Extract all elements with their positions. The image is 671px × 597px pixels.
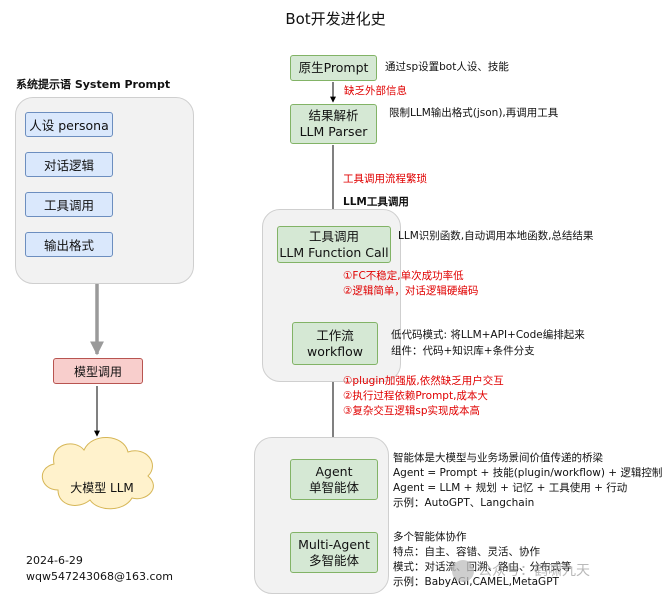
stage-multi-agent: Multi-Agent 多智能体 (290, 532, 378, 573)
issue-workflow-1: ①plugin加强版,依然缺乏用户交互 (343, 375, 504, 387)
issue-workflow-3: ③复杂交互逻辑sp实现成本高 (343, 405, 481, 417)
issue-tool-flow: 工具调用流程繁琐 (343, 173, 427, 185)
stage-native-prompt-desc: 通过sp设置bot人设、技能 (385, 61, 509, 73)
output-format-box: 输出格式 (25, 232, 113, 257)
stage-multi-agent-desc-2: 特点：自主、容错、灵活、协作 (393, 546, 540, 558)
page-title: Bot开发进化史 (285, 10, 386, 28)
stage-llm-parser-desc: 限制LLM输出格式(json),再调用工具 (389, 107, 559, 119)
dialog-logic-label: 对话逻辑 (43, 158, 94, 173)
output-format-label: 输出格式 (43, 238, 94, 253)
stage-agent-desc-2: Agent = Prompt + 技能(plugin/workflow) + 逻… (393, 467, 663, 479)
stage-llm-parser: 结果解析 LLM Parser (290, 104, 377, 144)
stage-agent-desc-1: 智能体是大模型与业务场景间价值传递的桥梁 (393, 452, 603, 464)
stage-agent-desc-4: 示例：AutoGPT、Langchain (393, 497, 535, 509)
issue-fc-2: ②逻辑简单，对话逻辑硬编码 (343, 285, 479, 297)
email-text: wqw547243068@163.com (26, 570, 173, 583)
stage-workflow-title: 工作流 (316, 327, 354, 343)
model-call-box: 模型调用 (53, 358, 143, 384)
stage-workflow-desc-1: 低代码模式: 将LLM+API+Code编排起来 (391, 329, 585, 341)
stage-llm-parser-subtitle: LLM Parser (299, 124, 368, 139)
stage-function-call: 工具调用 LLM Function Call (277, 226, 391, 263)
stage-multi-agent-title: Multi-Agent (298, 536, 370, 552)
stage-workflow-desc-2: 组件：代码+知识库+条件分支 (391, 345, 535, 357)
tool-call-box: 工具调用 (25, 192, 113, 217)
wechat-icon (452, 560, 474, 582)
stage-multi-agent-desc-3: 模式：对话流、回溯、路由、分布式等 (393, 561, 572, 573)
llm-cloud-shape (42, 437, 154, 510)
tool-call-label: 工具调用 (43, 198, 94, 213)
stage-agent-subtitle: 单智能体 (308, 479, 359, 495)
date-text: 2024-6-29 (26, 554, 83, 567)
stage-native-prompt-title: 原生Prompt (298, 60, 369, 76)
issue-workflow-2: ②执行过程依赖Prompt,成本大 (343, 390, 488, 402)
dialog-logic-box: 对话逻辑 (25, 152, 113, 177)
stage-agent: Agent 单智能体 (290, 459, 378, 500)
stage-function-call-subtitle: LLM Function Call (279, 244, 389, 260)
stage-agent-desc-3: Agent = LLM + 规划 + 记忆 + 工具使用 + 行动 (393, 482, 628, 494)
issue-fc-1: ①FC不稳定,单次成功率低 (343, 270, 464, 282)
issue-lack-info: 缺乏外部信息 (344, 85, 407, 97)
stage-multi-agent-desc-1: 多个智能体协作 (393, 531, 467, 543)
watermark-text: 公众号：鹤啸九天 (478, 563, 590, 579)
persona-label: 人设 persona (29, 118, 109, 133)
stage-function-call-desc: LLM识别函数,自动调用本地函数,总结结果 (398, 230, 594, 242)
stage-multi-agent-desc-4: 示例：BabyAGI,CAMEL,MetaGPT (393, 576, 559, 588)
model-call-label: 模型调用 (73, 364, 122, 379)
stage-function-call-title: 工具调用 (308, 228, 359, 244)
stage-workflow: 工作流 workflow (292, 322, 378, 365)
system-prompt-heading: 系统提示语 System Prompt (16, 78, 171, 91)
persona-box: 人设 persona (25, 112, 113, 137)
stage-native-prompt: 原生Prompt (290, 55, 377, 81)
llm-cloud-label: 大模型 LLM (70, 481, 134, 495)
stage-llm-parser-title: 结果解析 (308, 108, 359, 124)
stage-workflow-subtitle: workflow (307, 343, 363, 359)
stage-agent-title: Agent (315, 463, 353, 479)
llm-tool-label: LLM工具调用 (343, 196, 409, 208)
stage-multi-agent-subtitle: 多智能体 (308, 552, 359, 568)
